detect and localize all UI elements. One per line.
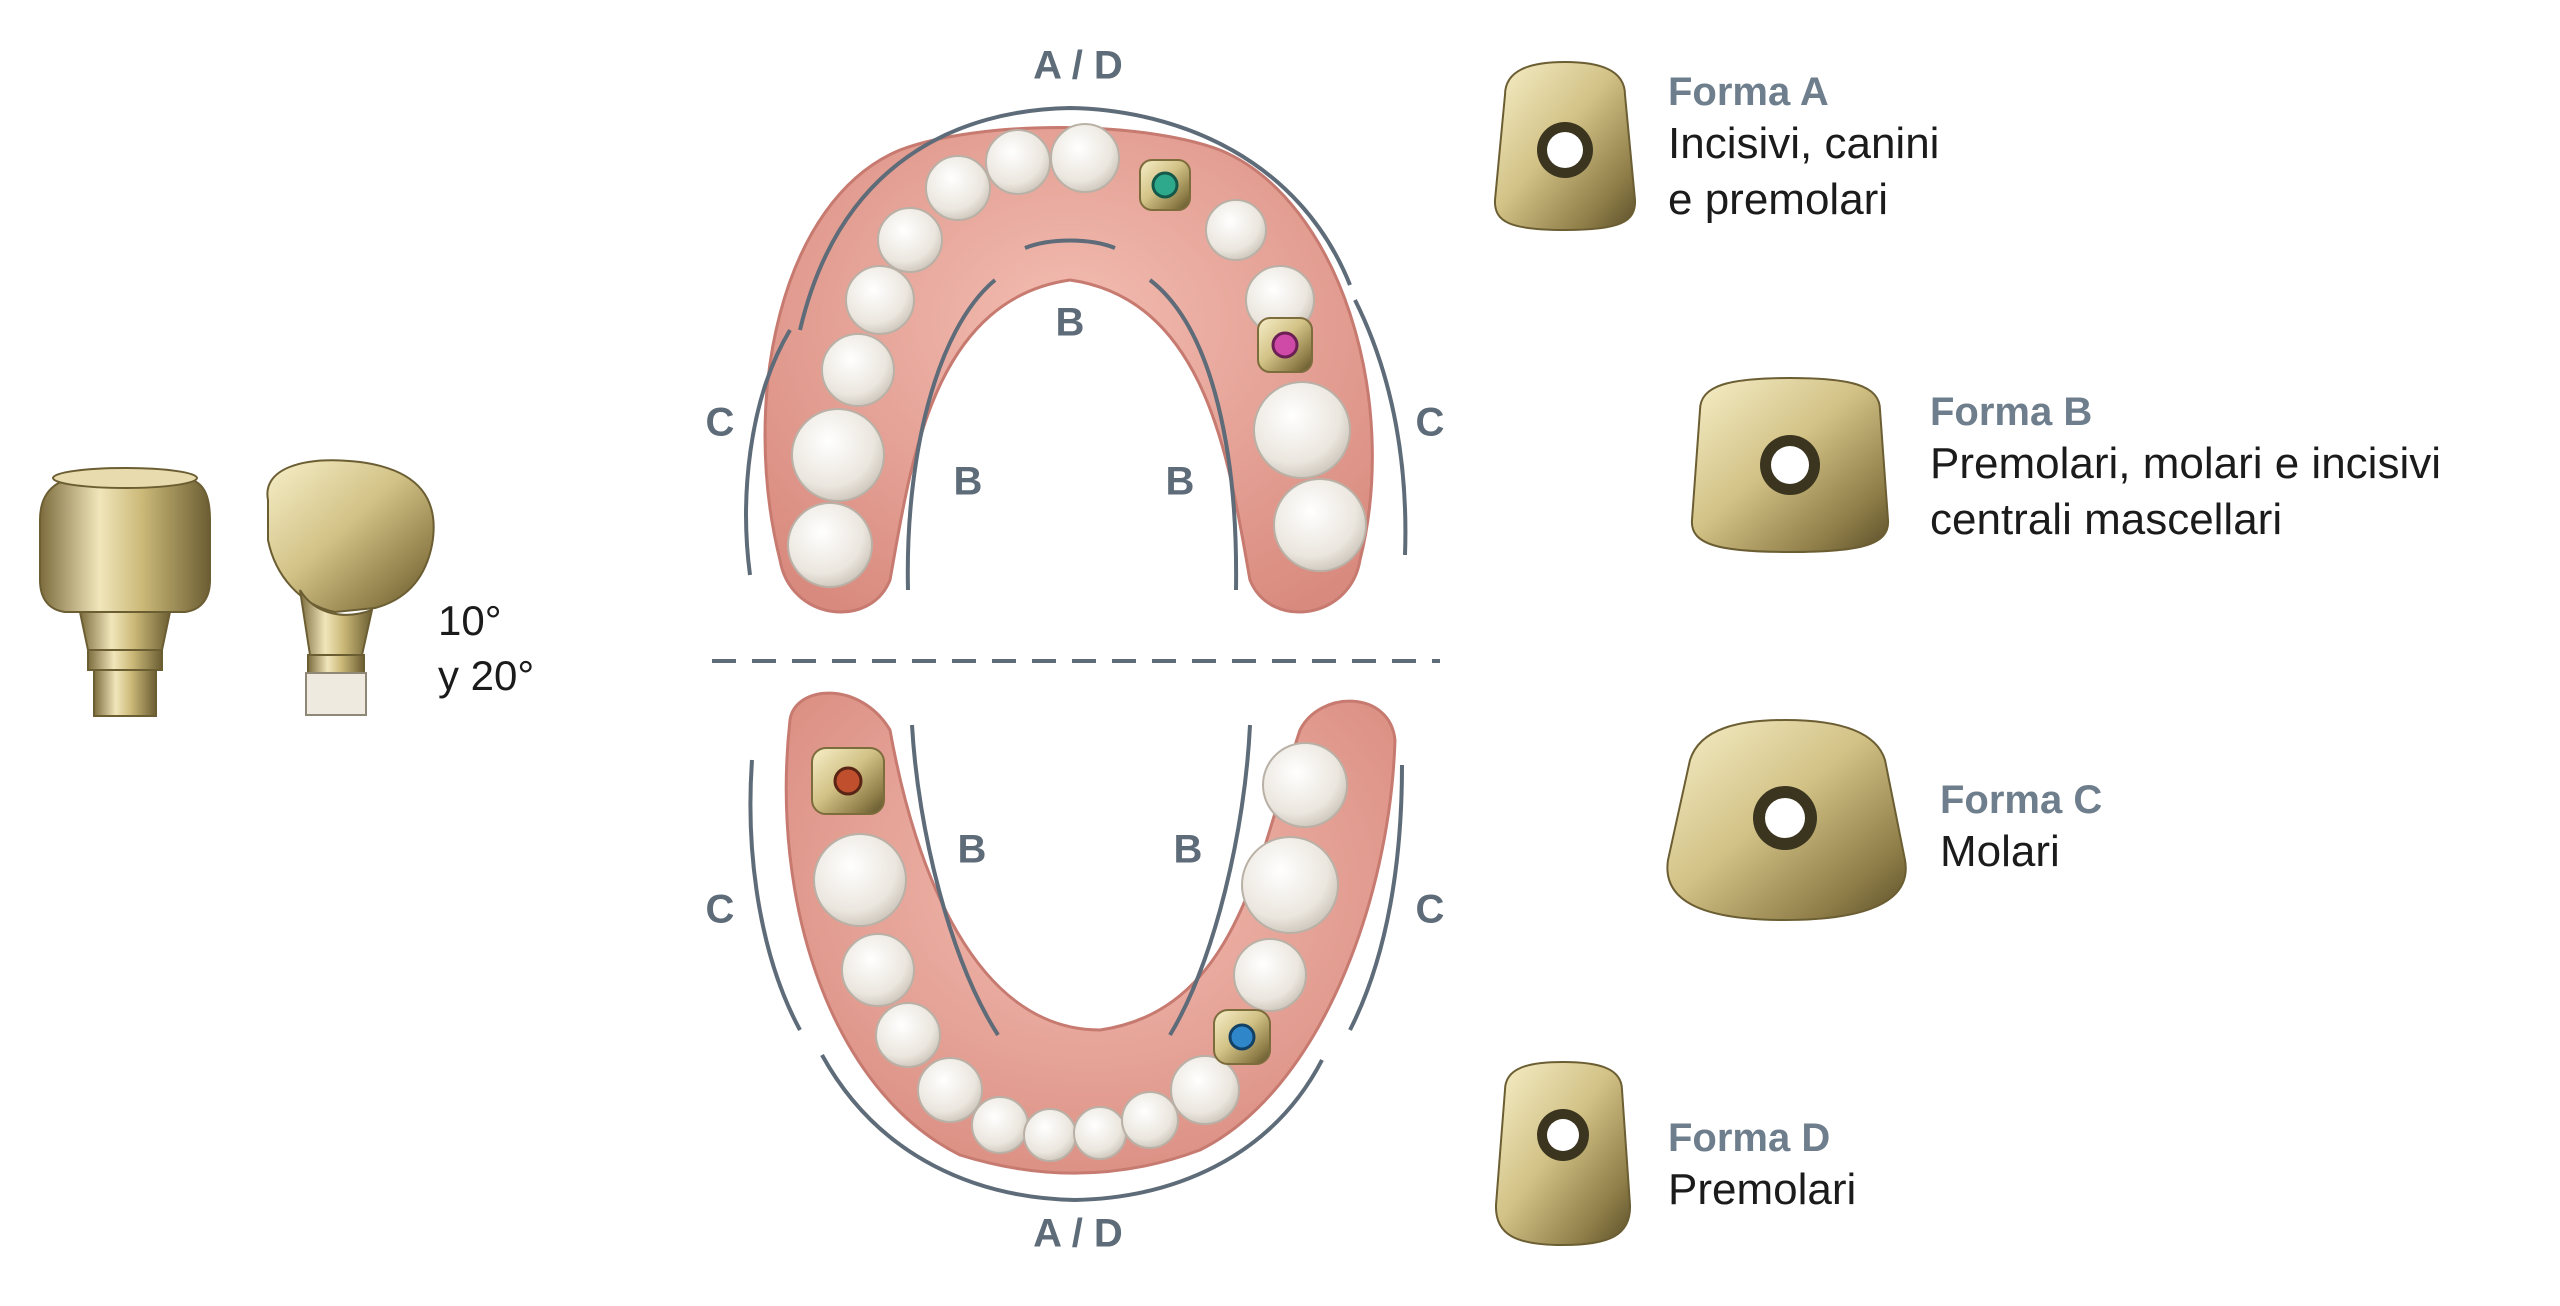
angle-label: 10° y 20° [438, 594, 534, 703]
angle-line-1: 10° [438, 597, 502, 644]
upper-implant-green [1139, 159, 1191, 211]
label-upper-left-b: B [953, 459, 983, 504]
form-a-caption: Forma A Incisivi, canini e premolari [1668, 68, 1939, 229]
lower-front-arc [820, 1054, 1324, 1203]
lower-left-b-arc [910, 724, 1000, 1037]
upper-arcs [744, 105, 1408, 591]
upper-inner-b-arc [1024, 238, 1116, 250]
upper-implant-pink [1257, 317, 1313, 373]
label-lower-left-c: C [705, 887, 735, 932]
upper-arch [763, 123, 1374, 614]
upper-teeth [787, 123, 1367, 588]
form-c-caption: Forma C Molari [1940, 776, 2102, 880]
form-d-title: Forma D [1668, 1116, 1831, 1160]
form-d-caption: Forma D Premolari [1668, 1114, 1856, 1218]
form-b-shape [1690, 376, 1890, 554]
form-b-line-2: centrali mascellari [1930, 495, 2283, 545]
form-a-line-2: e premolari [1668, 175, 1889, 225]
angle-line-2: y 20° [438, 651, 535, 699]
form-a-title: Forma A [1668, 70, 1829, 114]
angled-abutment [266, 459, 435, 716]
label-upper-right-c: C [1415, 400, 1445, 445]
label-lower-front: A / D [1033, 1211, 1123, 1256]
straight-abutment [39, 467, 211, 717]
form-a-line-1: Incisivi, canini [1668, 119, 1940, 168]
upper-right-b-arc [1148, 278, 1239, 591]
upper-right-c-arc [1353, 299, 1408, 556]
label-upper-right-b: B [1165, 459, 1195, 504]
label-lower-right-b: B [1173, 827, 1203, 872]
form-b-caption: Forma B Premolari, molari e incisivi cen… [1930, 388, 2441, 549]
label-upper-left-c: C [705, 400, 735, 445]
form-b-title: Forma B [1930, 390, 2093, 434]
lower-implant-red [811, 747, 885, 815]
form-d-line-1: Premolari [1668, 1165, 1857, 1214]
form-b-line-1: Premolari, molari e incisivi [1930, 439, 2442, 488]
label-upper-inner-b: B [1055, 300, 1085, 345]
lower-right-b-arc [1168, 724, 1252, 1037]
upper-left-b-arc [905, 278, 997, 591]
label-lower-right-c: C [1415, 887, 1445, 932]
label-lower-left-b: B [957, 827, 987, 872]
label-upper-front: A / D [1033, 43, 1123, 88]
form-c-line-1: Molari [1940, 827, 2060, 876]
form-a-shape [1493, 60, 1637, 232]
upper-left-c-arc [744, 328, 792, 576]
lower-arcs [748, 724, 1404, 1203]
form-c-shape [1666, 718, 1907, 922]
form-c-title: Forma C [1940, 778, 2103, 822]
lower-right-c-arc [1348, 764, 1404, 1031]
lower-arch [784, 691, 1397, 1175]
lower-left-c-arc [748, 759, 802, 1031]
lower-implant-blue [1213, 1009, 1271, 1065]
lower-teeth [813, 742, 1348, 1162]
form-d-shape [1494, 1060, 1632, 1247]
upper-front-arc [798, 105, 1352, 331]
